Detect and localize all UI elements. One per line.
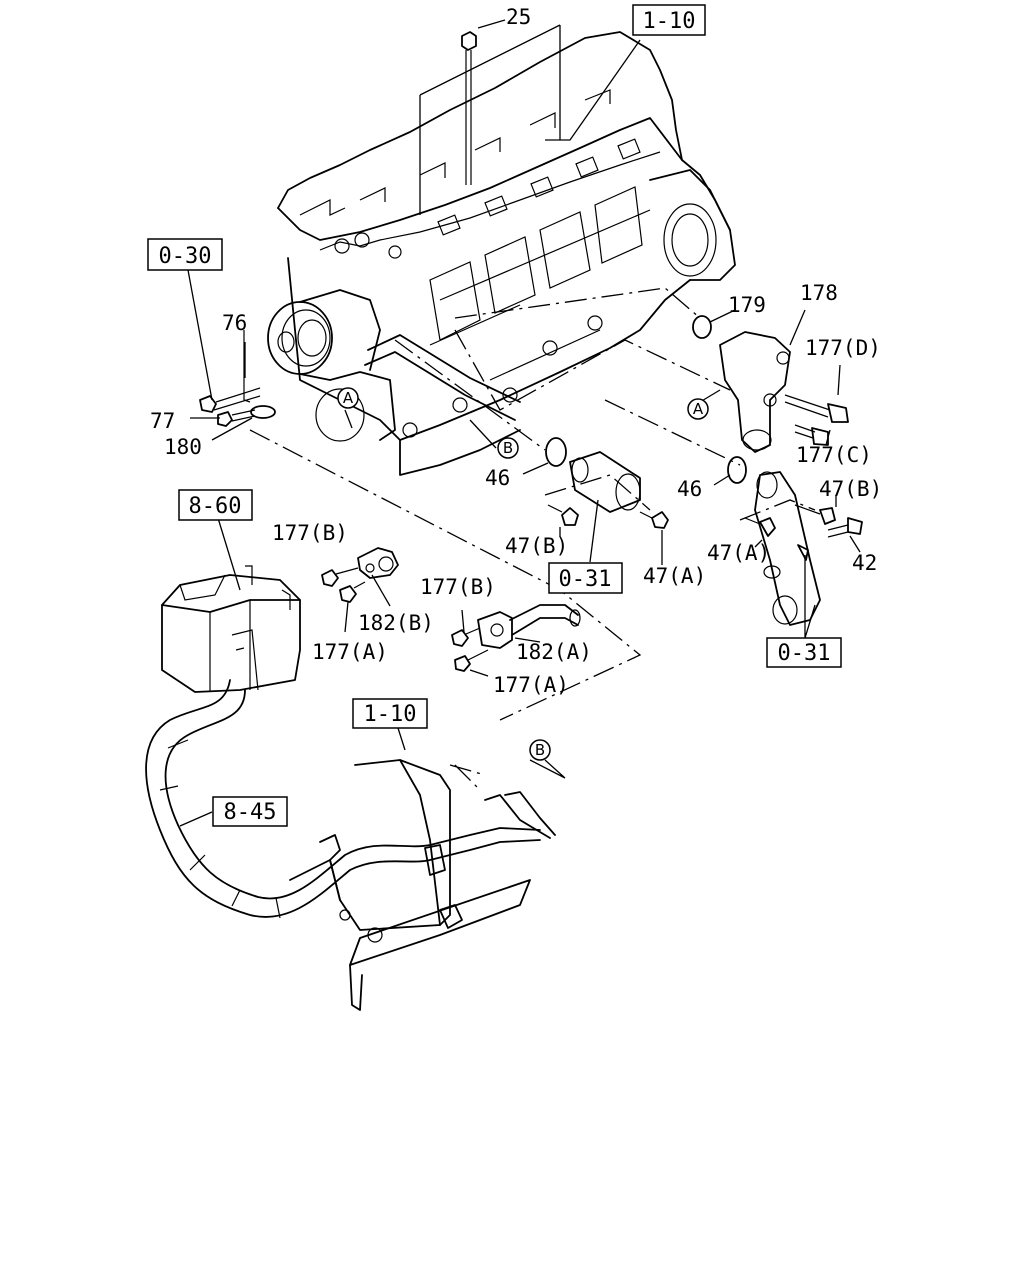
ref-box-0-31-left: 0-31 [548, 562, 623, 594]
label-47b-left: 47(B) [505, 534, 568, 558]
part-labels: 25 179 178 177(D) 177(C) 76 77 180 46 46… [150, 5, 882, 697]
marker-a-outlet: A [687, 398, 709, 420]
svg-text:1-10: 1-10 [643, 9, 696, 34]
label-182b: 182(B) [358, 611, 434, 635]
thermostat-housing-178 [692, 315, 849, 453]
svg-text:A: A [693, 400, 704, 418]
svg-text:1-10: 1-10 [364, 702, 417, 727]
label-47a-left: 47(A) [643, 564, 706, 588]
svg-text:0-31: 0-31 [559, 567, 612, 592]
water-pipe-center [547, 451, 669, 529]
label-25: 25 [506, 5, 531, 29]
label-180: 180 [164, 435, 202, 459]
label-177c: 177(C) [796, 443, 872, 467]
label-76: 76 [222, 311, 247, 335]
label-47a-right: 47(A) [707, 541, 770, 565]
svg-text:B: B [535, 741, 545, 759]
marker-b-pipe: B [529, 739, 551, 761]
svg-text:B: B [503, 439, 513, 457]
label-46-right: 46 [677, 477, 702, 501]
svg-text:0-31: 0-31 [778, 641, 831, 666]
ref-box-8-60: 8-60 [178, 489, 253, 521]
sensor-182a [451, 604, 581, 672]
label-177a-left: 177(A) [312, 640, 388, 664]
svg-text:A: A [343, 389, 354, 407]
ref-box-0-31-right: 0-31 [766, 637, 842, 668]
ref-box-0-30: 0-30 [147, 238, 223, 271]
ref-box-1-10-bottom: 1-10 [352, 698, 428, 729]
label-178: 178 [800, 281, 838, 305]
svg-text:8-45: 8-45 [224, 800, 277, 825]
assembly-chain-lines [249, 287, 816, 721]
label-177b-mid: 177(B) [420, 575, 496, 599]
marker-a-engine: A [337, 387, 359, 409]
coolant-reservoir [161, 565, 301, 693]
sensor-182b [321, 547, 399, 603]
ref-box-8-45: 8-45 [212, 796, 288, 827]
label-177b-left: 177(B) [272, 521, 348, 545]
svg-text:8-60: 8-60 [189, 494, 242, 519]
label-47b-right: 47(B) [819, 477, 882, 501]
label-182a: 182(A) [516, 640, 592, 664]
svg-text:0-30: 0-30 [159, 244, 212, 269]
bolt-25 [461, 19, 506, 185]
label-77: 77 [150, 409, 175, 433]
bolts-left [187, 269, 276, 427]
o-ring-46 [545, 437, 747, 484]
label-46-left: 46 [485, 466, 510, 490]
label-179: 179 [728, 293, 766, 317]
ref-box-1-10-top: 1-10 [632, 4, 706, 36]
marker-b-engine: B [497, 437, 519, 459]
label-42: 42 [852, 551, 877, 575]
radiator-frame [289, 759, 556, 1011]
leader-lines [179, 309, 861, 827]
coolant-hose-8-45 [145, 679, 541, 919]
label-177d: 177(D) [805, 336, 881, 360]
label-177a-mid: 177(A) [493, 673, 569, 697]
engine-block [267, 24, 736, 476]
